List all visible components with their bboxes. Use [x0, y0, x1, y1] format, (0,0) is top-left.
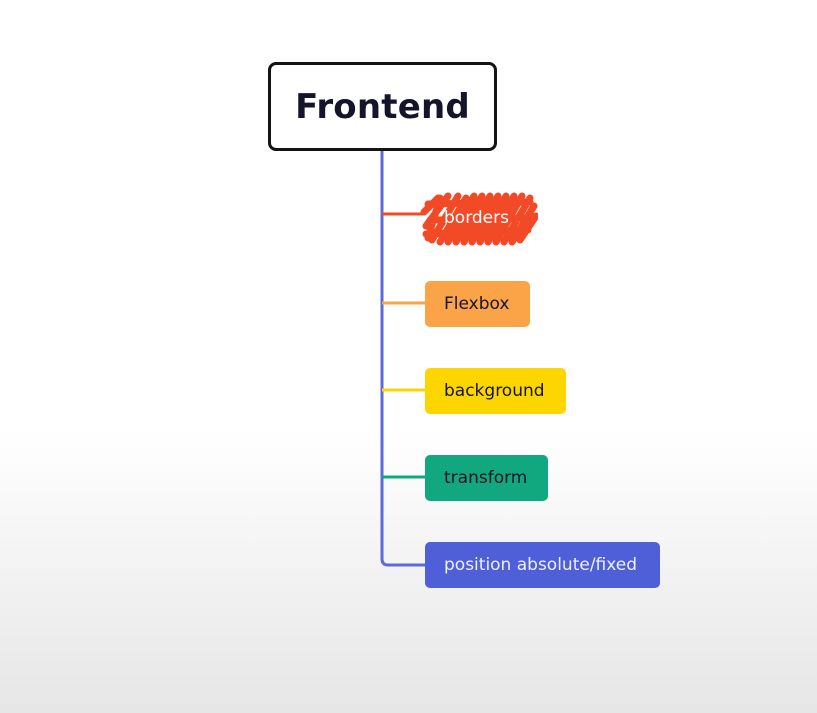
- node-transform[interactable]: transform: [425, 455, 548, 501]
- node-flexbox[interactable]: Flexbox: [425, 281, 530, 327]
- node-background[interactable]: background: [425, 368, 566, 414]
- root-node-label: Frontend: [295, 86, 470, 127]
- node-position-label: position absolute/fixed: [444, 555, 638, 575]
- root-node[interactable]: Frontend: [268, 62, 497, 151]
- node-background-label: background: [444, 381, 545, 401]
- node-position-absolute-fixed[interactable]: position absolute/fixed: [425, 542, 660, 588]
- trunk-curve: [380, 558, 425, 567]
- scribble-fill: [420, 192, 538, 246]
- node-flexbox-label: Flexbox: [444, 294, 510, 314]
- node-borders[interactable]: borders: [418, 190, 538, 246]
- node-transform-label: transform: [444, 468, 528, 488]
- node-borders-label: borders: [444, 208, 509, 228]
